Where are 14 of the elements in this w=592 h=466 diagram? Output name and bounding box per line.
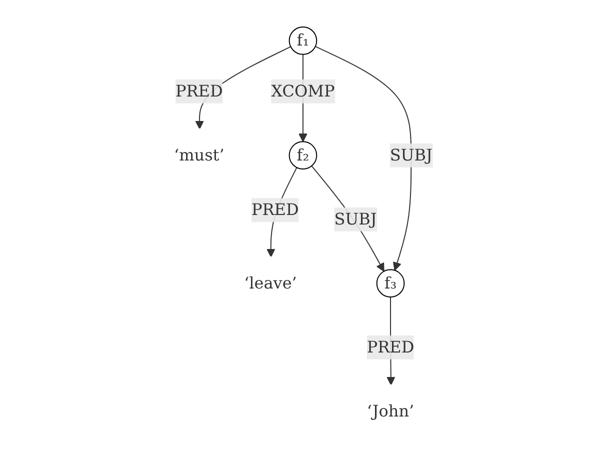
node-circle: f₁ xyxy=(289,26,318,56)
node-text: ‘John’ xyxy=(367,402,414,421)
node-text: ‘must’ xyxy=(174,146,225,165)
node-circle: f₃ xyxy=(376,270,405,298)
arrow xyxy=(315,46,412,272)
arrow xyxy=(311,166,385,272)
edge-label: PRED xyxy=(252,200,300,220)
edge-label: SUBJ xyxy=(390,146,433,165)
node-text: ‘leave’ xyxy=(244,274,298,293)
edge-label: PRED xyxy=(176,82,224,101)
edge-label: SUBJ xyxy=(334,210,378,229)
edge-label: XCOMP xyxy=(271,82,336,101)
node-circle: f₂ xyxy=(289,142,318,170)
edge-label: PRED xyxy=(367,338,414,357)
